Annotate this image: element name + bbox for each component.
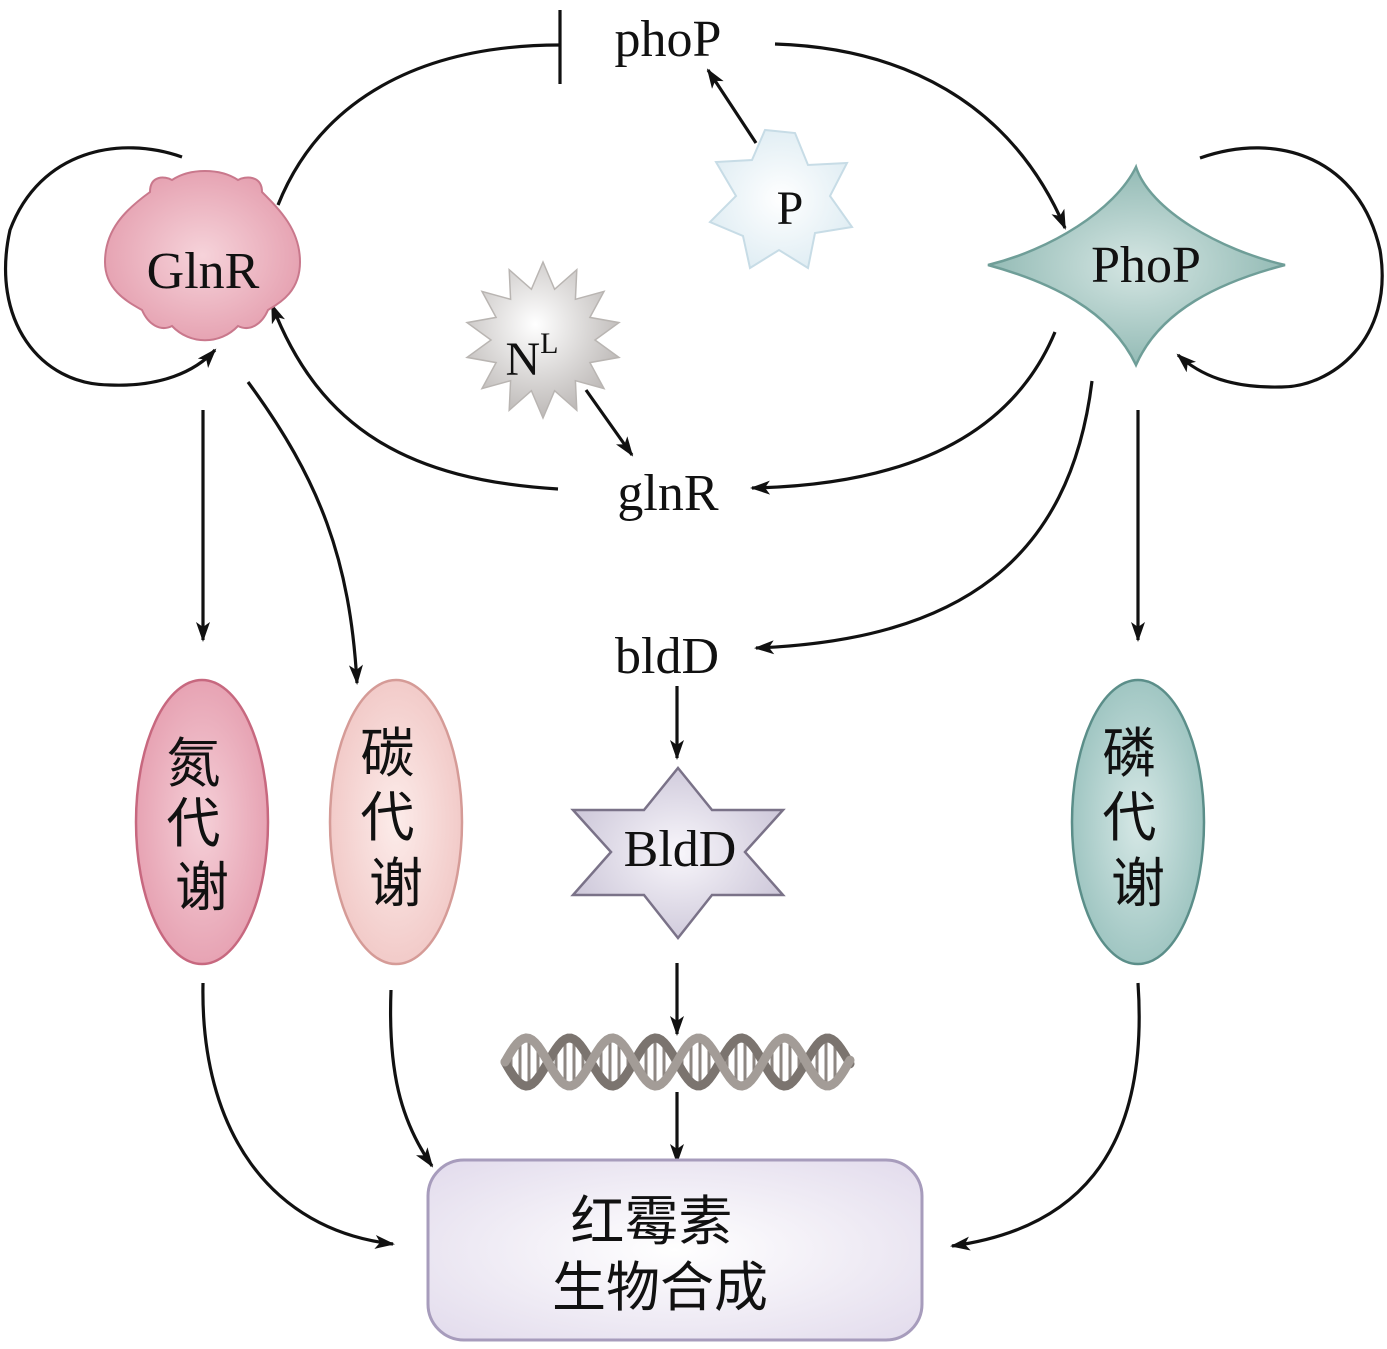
nitrogen-char-1: 氮 — [166, 732, 220, 795]
nl-signal-shape — [465, 260, 621, 420]
bldd-gene-label: bldD — [615, 628, 719, 685]
bldd-protein-label: BldD — [624, 821, 737, 878]
edge-phop-to-glnr — [750, 331, 1057, 495]
erythromycin-biosynthesis-node: 红霉素 生物合成 — [426, 1158, 924, 1342]
glnr-gene-label: glnR — [617, 465, 718, 522]
nitrogen-metabolism-label: 氮 代 谢 — [166, 732, 237, 919]
edge-phosphorus-to-erythromycin — [950, 982, 1141, 1251]
phop-protein-node: PhoP — [983, 163, 1286, 369]
erythromycin-biosynthesis-shape — [426, 1158, 924, 1342]
phosphorus-char-3: 谢 — [1111, 852, 1165, 915]
p-signal-node: P — [708, 128, 854, 270]
dna-helix-icon — [500, 1033, 855, 1091]
phosphorus-char-2: 代 — [1102, 786, 1156, 849]
carbon-char-1: 碳 — [360, 722, 414, 785]
phop-protein-shape — [983, 163, 1286, 369]
carbon-char-2: 代 — [360, 786, 414, 849]
p-signal-shape — [708, 128, 854, 270]
glnr-protein-label: GlnR — [147, 243, 260, 300]
p-signal-label: P — [777, 182, 804, 235]
edge-p-to-phop — [706, 68, 758, 144]
nl-signal-main: N — [506, 333, 541, 386]
bldd-protein-shape — [570, 766, 786, 941]
nitrogen-metabolism-shape — [134, 678, 270, 966]
nl-signal-label: NL — [506, 327, 559, 386]
edges — [4, 10, 1384, 1251]
edge-glnr-self-loop — [4, 146, 217, 387]
edge-glnr-inhibits-phop — [276, 43, 561, 206]
carbon-metabolism-label: 碳 代 谢 — [360, 722, 431, 915]
erythromycin-line-2: 生物合成 — [552, 1256, 768, 1319]
nl-signal-superscript: L — [540, 327, 558, 360]
glnr-protein-node: GlnR — [103, 170, 302, 342]
edge-carbon-to-erythromycin — [388, 989, 434, 1168]
edge-nitrogen-to-erythromycin — [201, 982, 395, 1249]
edge-nl-to-glnr — [584, 389, 634, 457]
erythromycin-biosynthesis-label: 红霉素 生物合成 — [552, 1190, 768, 1319]
nitrogen-char-3: 谢 — [175, 856, 229, 919]
phosphorus-metabolism-label: 磷 代 谢 — [1102, 722, 1173, 915]
bldd-protein-node: BldD — [570, 766, 786, 941]
carbon-metabolism-shape — [328, 678, 464, 966]
edge-glnr-to-carbon — [246, 381, 363, 685]
phosphorus-metabolism-node: 磷 代 谢 — [1070, 678, 1206, 966]
carbon-metabolism-node: 碳 代 谢 — [328, 678, 464, 966]
edge-phop-gene-to-protein — [774, 42, 1067, 230]
edge-glnr-gene-to-protein — [270, 303, 559, 491]
dna-strand — [500, 1033, 855, 1091]
glnr-protein-shape — [103, 170, 302, 342]
carbon-char-3: 谢 — [369, 852, 423, 915]
nitrogen-char-2: 代 — [166, 792, 220, 855]
edge-phop-self-loop — [1176, 146, 1384, 389]
edge-phop-to-bldd — [754, 380, 1094, 655]
nitrogen-metabolism-node: 氮 代 谢 — [134, 678, 270, 966]
phosphorus-char-1: 磷 — [1102, 722, 1156, 785]
phop-gene-label: phoP — [615, 11, 722, 68]
erythromycin-line-1: 红霉素 — [570, 1190, 732, 1253]
nl-signal-node: NL — [465, 260, 621, 420]
phosphorus-metabolism-shape — [1070, 678, 1206, 966]
phop-protein-label: PhoP — [1091, 237, 1201, 294]
